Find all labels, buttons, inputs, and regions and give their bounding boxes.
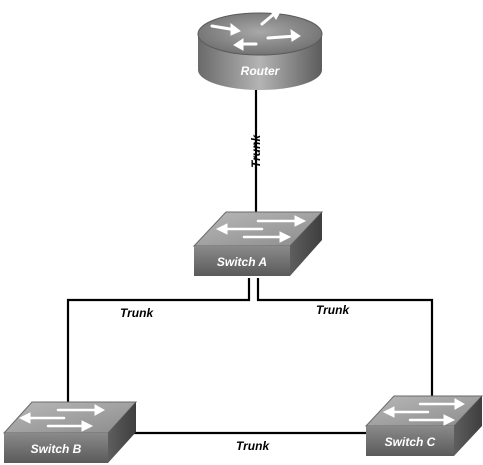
- link-label-router-switch-a: Trunk: [249, 134, 263, 168]
- link-router-switch-a: Trunk: [249, 90, 263, 222]
- switch-a-device[interactable]: Switch A: [192, 210, 324, 276]
- router-label: Router: [241, 64, 281, 78]
- link-switch-a-switch-c: Trunk: [256, 278, 434, 398]
- link-label-switch-a-switch-b: Trunk: [120, 306, 154, 320]
- switch-icon: [2, 401, 138, 463]
- router-icon: [197, 9, 323, 90]
- switch-a-label: Switch A: [217, 255, 267, 269]
- switch-icon: [364, 395, 483, 456]
- switch-b-label: Switch B: [31, 442, 82, 456]
- router-device[interactable]: Router: [197, 9, 323, 90]
- switch-c-label: Switch C: [385, 435, 436, 449]
- link-label-switch-a-switch-c: Trunk: [316, 303, 350, 317]
- switch-c-device[interactable]: Switch C: [364, 395, 483, 456]
- switch-icon: [192, 211, 324, 276]
- switch-b-device[interactable]: Switch B: [2, 401, 138, 463]
- link-switch-b-switch-c: Trunk: [132, 431, 370, 453]
- link-label-switch-b-switch-c: Trunk: [236, 439, 270, 453]
- link-switch-a-switch-b: Trunk: [66, 278, 251, 408]
